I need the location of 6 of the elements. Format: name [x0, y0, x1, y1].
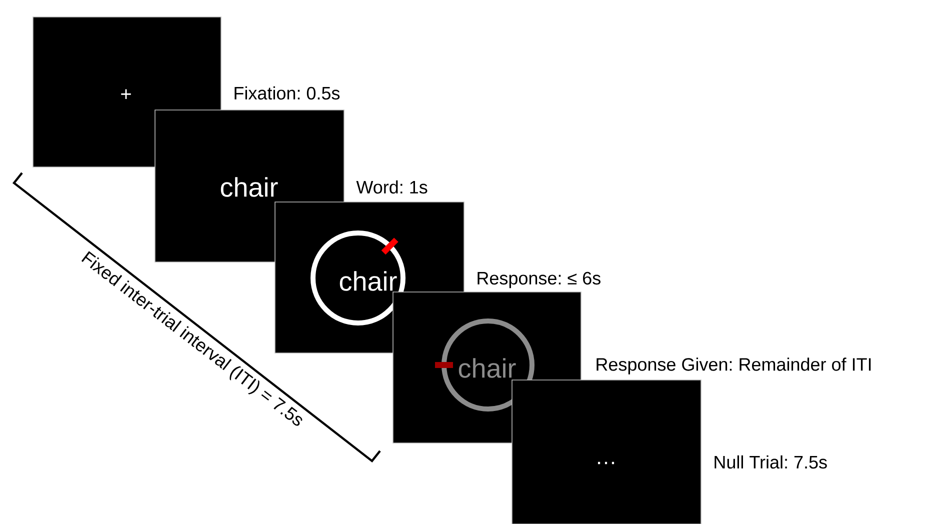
duration-label: Response Given: Remainder of ITI	[596, 358, 871, 374]
duration-label: Word: 1s	[356, 180, 428, 194]
screen-box: …	[512, 380, 702, 524]
duration-label: Fixation: 0.5s	[234, 86, 340, 100]
duration-label: Null Trial: 7.5s	[714, 455, 827, 469]
duration-label: Response: ≤ 6s	[478, 272, 600, 288]
